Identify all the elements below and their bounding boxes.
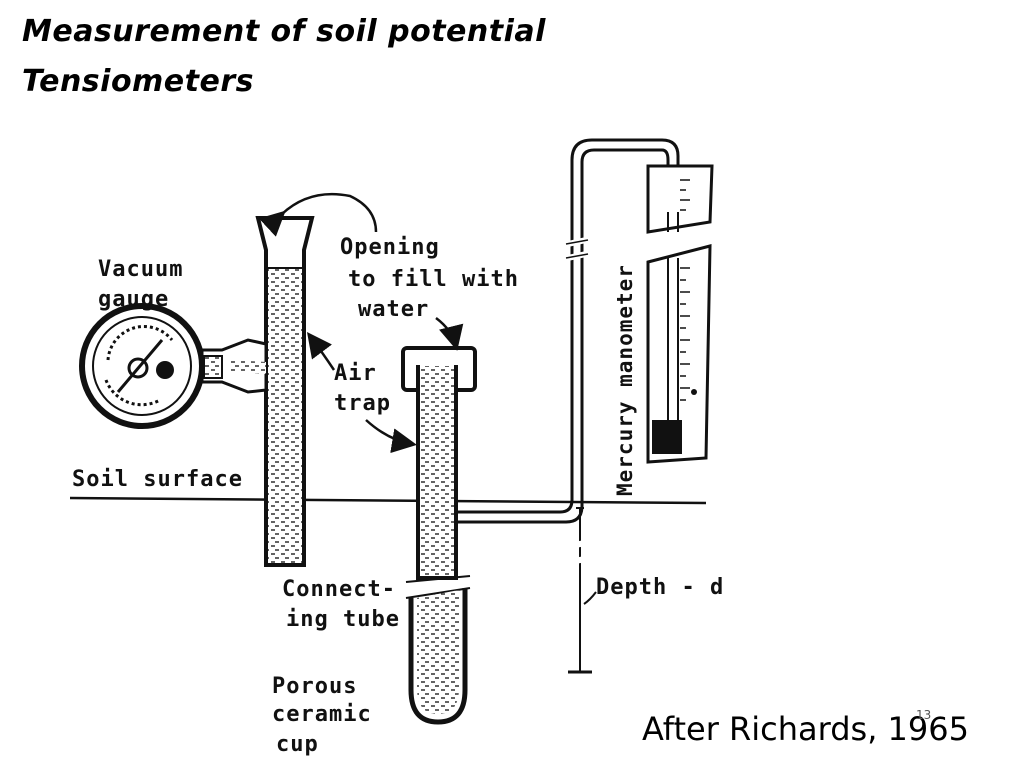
depth-indicator: [568, 507, 592, 674]
connecting-tube-label-1: Connect-: [282, 577, 396, 602]
mercury-manometer: [646, 164, 714, 464]
air-trap-label-1: Air: [334, 361, 377, 386]
opening-label-1: Opening: [340, 235, 440, 260]
porous-ceramic-cup: [408, 588, 468, 725]
air-trap-arrow-left: [307, 331, 336, 371]
vacuum-gauge-label-2: gauge: [98, 287, 169, 312]
porous-cup-label-1: Porous: [272, 674, 357, 699]
soil-surface-label: Soil surface: [72, 467, 243, 492]
opening-arrow: [258, 192, 378, 237]
vacuum-gauge: [79, 303, 268, 429]
connecting-tube-label-2: ing tube: [286, 607, 400, 632]
attribution: After Richards, 1965: [642, 710, 969, 748]
opening-label-3: water: [358, 297, 429, 322]
mercury-manometer-label: Mercury manometer: [613, 264, 637, 496]
opening-label-2: to fill with: [348, 267, 519, 292]
page-number: 13: [916, 708, 932, 722]
water-arrow: [435, 317, 464, 351]
porous-cup-label-2: ceramic: [272, 702, 372, 727]
slide-title: Measurement of soil potential: [22, 14, 546, 49]
gauge-tensiometer-tube: [255, 216, 315, 567]
air-trap-arrow-right: [365, 419, 417, 454]
air-trap-label-2: trap: [334, 391, 391, 416]
depth-arrow: [583, 591, 597, 605]
slide-subtitle: Tensiometers: [22, 64, 254, 99]
depth-label: Depth - d: [596, 575, 724, 600]
soil-surface-line: [69, 496, 707, 505]
porous-cup-label-3: cup: [276, 732, 319, 757]
manometer-tensiometer-tube: [401, 346, 477, 599]
connecting-tube: [456, 138, 680, 524]
vacuum-gauge-label-1: Vacuum: [98, 257, 183, 282]
